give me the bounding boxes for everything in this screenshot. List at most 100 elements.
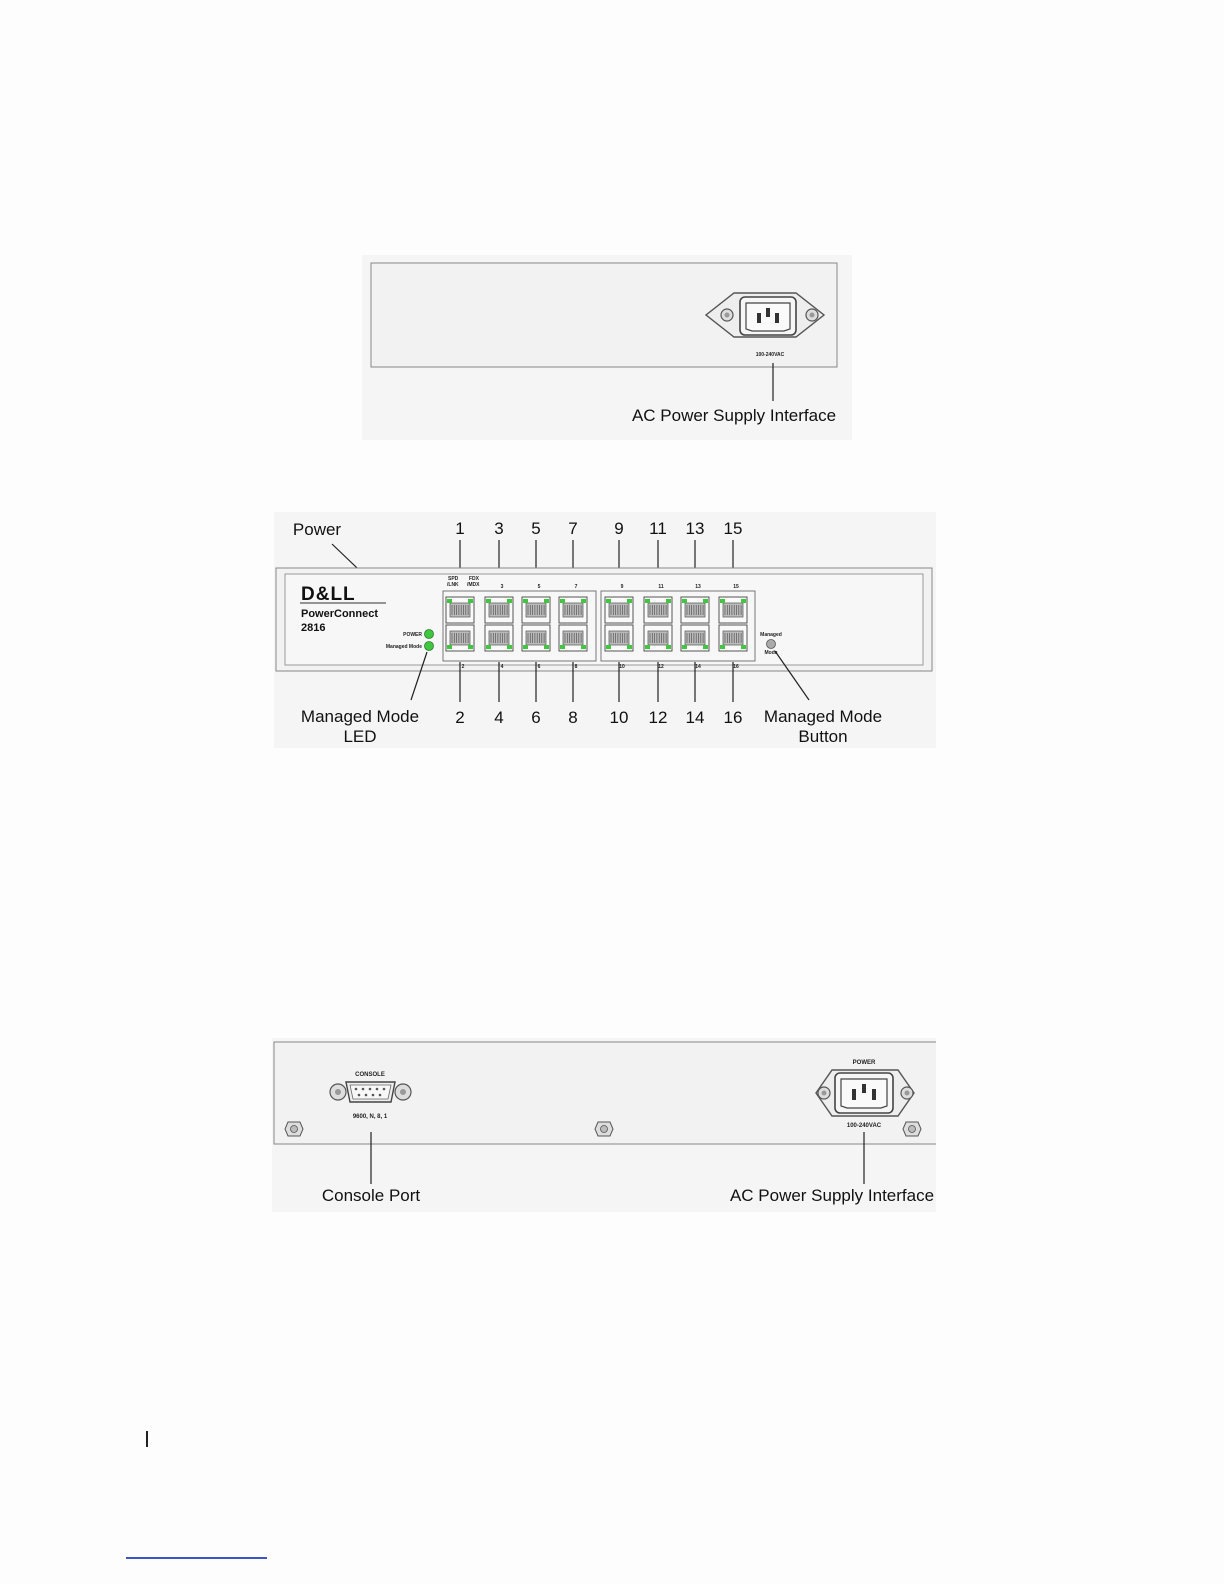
port-led xyxy=(544,645,549,649)
port-led xyxy=(606,599,611,603)
rj45-port[interactable] xyxy=(521,596,551,624)
top-port-number: 1 xyxy=(455,519,464,538)
rj45-port[interactable] xyxy=(484,596,514,624)
screw-icon xyxy=(902,1121,922,1137)
small-bottom-port-number: 16 xyxy=(733,664,739,670)
small-bottom-port-number: 12 xyxy=(658,664,664,670)
ac-power-callout: AC Power Supply Interface xyxy=(632,406,836,425)
bottom-port-number: 14 xyxy=(686,708,705,727)
port-led xyxy=(560,645,565,649)
top-port-number: 7 xyxy=(568,519,577,538)
callout-managed-button-2: Button xyxy=(798,727,847,746)
port-led xyxy=(741,645,746,649)
bottom-port-number: 10 xyxy=(610,708,629,727)
model-name: PowerConnect xyxy=(301,608,378,620)
rear-panel-console-figure: CONSOLE 9600, N, 8, 1 POWER xyxy=(272,1038,936,1212)
port-led xyxy=(627,599,632,603)
front-bezel xyxy=(284,573,924,666)
port-led xyxy=(447,599,452,603)
port-led xyxy=(606,645,611,649)
ac-inlet-icon xyxy=(815,1069,915,1117)
port-led xyxy=(703,645,708,649)
rj45-port[interactable] xyxy=(484,624,514,652)
rj45-port[interactable] xyxy=(643,596,673,624)
small-bottom-port-number: 14 xyxy=(695,664,701,670)
port-led xyxy=(486,645,491,649)
port-led xyxy=(447,645,452,649)
bottom-port-number: 16 xyxy=(724,708,743,727)
console-port-callout: Console Port xyxy=(322,1186,421,1205)
ac-inlet-icon xyxy=(704,292,826,338)
port-led xyxy=(682,645,687,649)
top-port-number: 3 xyxy=(494,519,503,538)
header-mdx: /MDX xyxy=(467,582,480,588)
top-port-number: 15 xyxy=(724,519,743,538)
rj45-port[interactable] xyxy=(604,596,634,624)
rj45-port[interactable] xyxy=(680,624,710,652)
footnote-rule xyxy=(126,1557,267,1559)
managed-mode-button[interactable] xyxy=(766,639,776,649)
port-led xyxy=(627,645,632,649)
top-port-number: 11 xyxy=(649,519,667,538)
port-led xyxy=(682,599,687,603)
rj45-port[interactable] xyxy=(718,596,748,624)
bottom-port-leaders xyxy=(459,662,734,702)
screw-icon xyxy=(284,1121,304,1137)
bottom-port-number: 8 xyxy=(568,708,577,727)
model-number: 2816 xyxy=(301,622,325,634)
small-top-port-number: 15 xyxy=(733,584,739,590)
small-top-port-number: 9 xyxy=(621,584,624,590)
port-led xyxy=(666,645,671,649)
dell-logo: D&LL xyxy=(301,584,356,605)
small-top-port-number: 5 xyxy=(538,584,541,590)
port-led xyxy=(468,599,473,603)
port-led xyxy=(523,645,528,649)
small-bottom-port-number: 2 xyxy=(462,664,465,670)
ac-power-callout: AC Power Supply Interface xyxy=(730,1186,934,1205)
rj45-port[interactable] xyxy=(521,624,551,652)
port-led xyxy=(560,599,565,603)
small-bottom-port-number: 10 xyxy=(619,664,625,670)
bottom-port-number: 12 xyxy=(649,708,668,727)
port-led xyxy=(703,599,708,603)
port-led xyxy=(645,645,650,649)
rj45-port[interactable] xyxy=(680,596,710,624)
top-port-number: 9 xyxy=(614,519,623,538)
rear-panel-ac-figure: 100-240VAC AC Power Supply Interface xyxy=(362,255,852,440)
rj45-port[interactable] xyxy=(718,624,748,652)
power-label: POWER xyxy=(853,1060,876,1066)
small-top-port-number: 13 xyxy=(695,584,701,590)
rj45-port[interactable] xyxy=(445,596,475,624)
port-led xyxy=(468,645,473,649)
bottom-port-number: 2 xyxy=(455,708,464,727)
small-bottom-port-number: 8 xyxy=(575,664,578,670)
port-led xyxy=(507,599,512,603)
callout-managed-led-2: LED xyxy=(343,727,376,746)
managed-mode-led xyxy=(424,641,434,651)
rj45-port[interactable] xyxy=(604,624,634,652)
callout-managed-led-leader xyxy=(410,651,428,701)
header-spd: SPD xyxy=(448,576,459,582)
small-bottom-port-number: 6 xyxy=(538,664,541,670)
port-led xyxy=(720,645,725,649)
console-label: CONSOLE xyxy=(355,1072,385,1078)
small-top-port-number: 7 xyxy=(575,584,578,590)
console-db9-icon[interactable] xyxy=(329,1081,412,1103)
port-led xyxy=(544,599,549,603)
rj45-port[interactable] xyxy=(445,624,475,652)
callout-managed-button-1: Managed Mode xyxy=(764,707,882,726)
managed-button-label-1: Managed xyxy=(760,632,782,638)
rj45-port[interactable] xyxy=(558,596,588,624)
port-led xyxy=(720,599,725,603)
port-led xyxy=(741,599,746,603)
power-led xyxy=(424,629,434,639)
bottom-port-number: 6 xyxy=(531,708,540,727)
rj45-port[interactable] xyxy=(643,624,673,652)
rj45-port[interactable] xyxy=(558,624,588,652)
callout-power: Power xyxy=(293,520,342,539)
header-link: /LNK xyxy=(447,582,459,588)
